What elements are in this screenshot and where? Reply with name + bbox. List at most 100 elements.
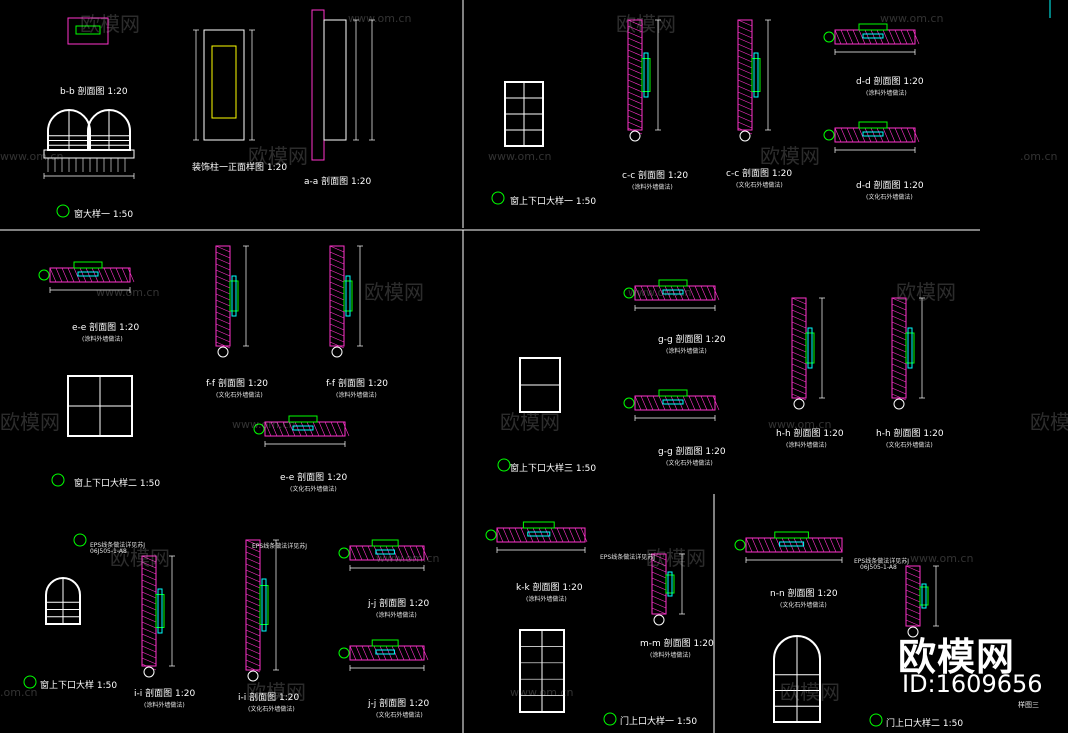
cad-line xyxy=(367,645,375,661)
cad-line xyxy=(688,285,696,301)
cad-line xyxy=(891,303,907,311)
detail-marker-1 xyxy=(56,204,70,218)
cad-line xyxy=(682,395,690,411)
section-note: (涂料外墙做法) xyxy=(866,90,907,97)
cad-line xyxy=(906,29,914,45)
cad-rect xyxy=(371,639,399,647)
cad-rect xyxy=(67,17,109,45)
cad-line xyxy=(829,537,837,553)
cad-line xyxy=(329,263,345,271)
cad-line xyxy=(379,645,387,661)
section-marker xyxy=(247,670,259,682)
detail-marker-4 xyxy=(497,458,511,472)
cad-line xyxy=(781,537,789,553)
cad-line xyxy=(787,537,795,553)
section-title-e-e: e-e 剖面图 1:20 xyxy=(72,323,140,333)
cad-line xyxy=(245,551,261,559)
cad-line xyxy=(329,281,345,289)
section-title-m-m: m-m 剖面图 1:20 xyxy=(640,639,714,649)
cad-line xyxy=(894,127,902,143)
section-note: (文化石外墙做法) xyxy=(666,460,713,467)
cad-line xyxy=(79,267,87,283)
cad-line xyxy=(245,635,261,643)
cad-line xyxy=(409,645,417,661)
cad-line xyxy=(737,91,753,99)
cad-line xyxy=(215,281,231,289)
cad-line xyxy=(888,29,896,45)
cad-line xyxy=(891,333,907,341)
detail-marker-2 xyxy=(491,191,505,205)
cad-rect xyxy=(203,29,245,141)
section-note: (涂料外墙做法) xyxy=(82,336,123,343)
cad-line xyxy=(141,645,157,653)
cad-line xyxy=(905,601,921,609)
cad-line xyxy=(870,29,878,45)
section-marker xyxy=(38,269,50,281)
cad-line xyxy=(141,657,157,665)
cad-line xyxy=(215,245,231,253)
cad-line xyxy=(737,109,753,117)
cad-line xyxy=(288,421,296,437)
cad-line xyxy=(652,285,660,301)
section-marker xyxy=(823,31,835,43)
section-title-a-a: a-a 剖面图 1:20 xyxy=(304,177,372,187)
section-marker xyxy=(331,346,343,358)
cad-line xyxy=(215,251,231,259)
section-note: (涂料外墙做法) xyxy=(336,392,377,399)
cad-line xyxy=(245,593,261,601)
section-title-c-c: c-c 剖面图 1:20 xyxy=(726,169,793,179)
section-note: (文化石外墙做法) xyxy=(736,182,783,189)
cad-line xyxy=(508,527,516,543)
section-note: (涂料外墙做法) xyxy=(632,184,673,191)
section-marker xyxy=(338,547,350,559)
cad-line xyxy=(270,421,278,437)
detail-title-7: 门上口大样二 1:50 xyxy=(886,719,964,729)
cad-rect xyxy=(779,541,805,547)
cad-line xyxy=(49,267,57,283)
cad-line xyxy=(891,345,907,353)
cad-line xyxy=(329,257,345,265)
cad-line xyxy=(127,267,135,283)
cad-rect xyxy=(375,549,395,555)
cad-line xyxy=(700,285,708,301)
cad-rect xyxy=(907,327,913,369)
cad-rect xyxy=(75,25,101,35)
cad-rect xyxy=(522,521,555,529)
cad-line xyxy=(891,321,907,329)
section-note: (涂料外墙做法) xyxy=(376,612,417,619)
cad-line xyxy=(905,571,921,579)
cad-line xyxy=(737,67,753,75)
cad-line xyxy=(397,645,405,661)
cad-line xyxy=(409,545,417,561)
section-marker xyxy=(907,626,919,638)
cad-line xyxy=(627,85,643,93)
cad-line xyxy=(891,381,907,389)
cad-line xyxy=(91,267,99,283)
detail-marker-5 xyxy=(23,675,37,689)
sheet-label: 样图三 xyxy=(1018,701,1039,709)
cad-line xyxy=(793,537,801,553)
cad-line xyxy=(115,267,123,283)
section-note: (涂料外墙做法) xyxy=(666,348,707,355)
cad-line xyxy=(891,375,907,383)
cad-line xyxy=(627,91,643,99)
cad-line xyxy=(706,285,714,301)
cad-line xyxy=(245,605,261,613)
cad-line xyxy=(215,275,231,283)
cad-line xyxy=(737,79,753,87)
cad-line xyxy=(891,297,907,305)
cad-line xyxy=(245,557,261,565)
cad-line xyxy=(664,395,672,411)
cad-line xyxy=(329,323,345,331)
cad-line xyxy=(823,537,831,553)
cad-line xyxy=(324,421,332,437)
cad-line xyxy=(651,577,667,585)
cad-line xyxy=(245,575,261,583)
cad-line xyxy=(215,341,231,349)
cad-line xyxy=(846,29,854,45)
cad-line xyxy=(141,585,157,593)
cad-line xyxy=(745,537,753,553)
cad-line xyxy=(580,527,588,543)
cad-line xyxy=(906,127,914,143)
